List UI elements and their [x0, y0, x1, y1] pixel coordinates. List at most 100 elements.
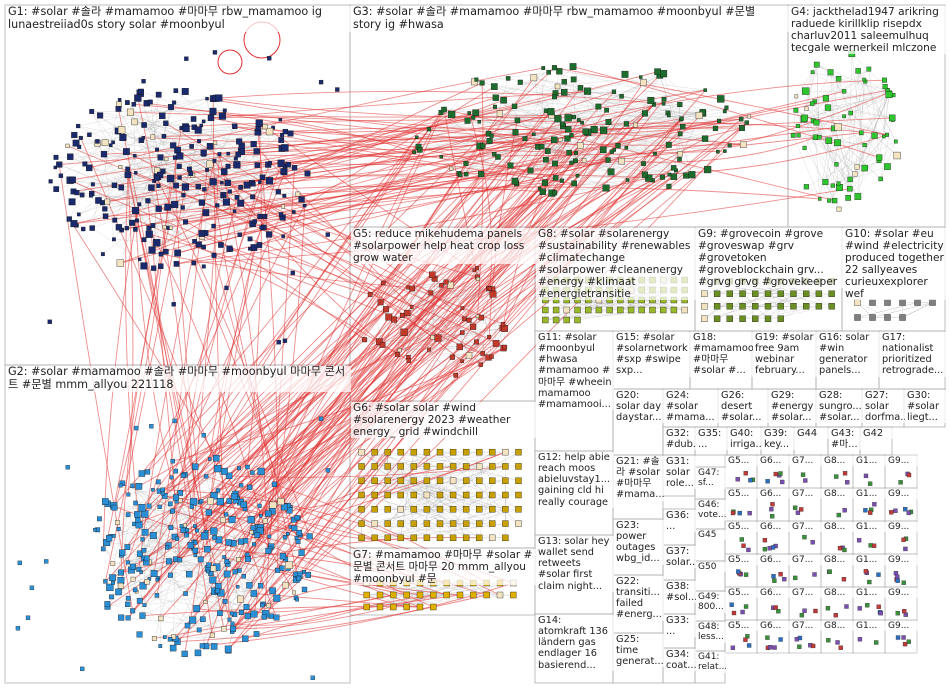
group-label-small: G6... — [758, 555, 790, 565]
node — [552, 161, 557, 166]
node — [54, 155, 58, 159]
node — [210, 108, 217, 115]
node — [502, 449, 508, 455]
node — [515, 463, 521, 469]
node — [543, 157, 548, 162]
node — [872, 502, 876, 506]
node — [70, 177, 76, 183]
node — [195, 127, 202, 134]
node — [126, 596, 130, 600]
node — [870, 315, 876, 321]
node — [252, 543, 256, 547]
node — [239, 185, 243, 189]
node — [198, 557, 203, 562]
node — [435, 335, 442, 342]
node — [255, 163, 260, 168]
node — [288, 131, 294, 137]
node — [228, 618, 231, 621]
node — [846, 195, 851, 200]
node — [782, 577, 786, 581]
node — [280, 133, 284, 137]
node — [79, 136, 83, 140]
node — [237, 200, 244, 207]
node — [170, 645, 176, 651]
node — [596, 104, 601, 109]
node — [156, 480, 160, 484]
node — [377, 604, 383, 610]
node — [129, 220, 135, 226]
node — [845, 480, 849, 484]
node — [97, 517, 101, 521]
group-label-g34: G34: coat... — [664, 649, 696, 671]
node — [612, 90, 616, 94]
group-label-small: G5... — [726, 555, 758, 565]
node — [489, 535, 495, 541]
node — [112, 183, 117, 188]
node — [232, 124, 237, 129]
node — [223, 109, 226, 112]
node — [178, 176, 182, 180]
edge — [768, 306, 832, 319]
node — [879, 611, 883, 615]
group-label-small: G6... — [758, 489, 790, 499]
node — [617, 307, 623, 313]
node — [260, 175, 265, 180]
node — [134, 171, 137, 174]
node — [826, 138, 832, 144]
node — [306, 572, 311, 577]
node — [295, 515, 300, 520]
node — [773, 646, 777, 650]
node — [555, 115, 562, 122]
node — [192, 261, 196, 265]
node — [193, 605, 199, 611]
node — [696, 112, 703, 119]
node — [896, 636, 900, 640]
node — [118, 615, 124, 621]
node — [836, 76, 841, 81]
node — [262, 615, 267, 620]
edge — [107, 604, 224, 629]
node — [791, 133, 795, 137]
node — [855, 165, 859, 169]
group-label-g13: G13: solar hey wallet send retweets #sol… — [536, 536, 614, 592]
node — [260, 603, 264, 607]
node — [109, 575, 115, 581]
node — [829, 303, 835, 309]
node — [136, 483, 142, 489]
node — [224, 559, 228, 563]
node — [752, 291, 758, 297]
node — [75, 190, 80, 195]
node — [174, 89, 178, 93]
node — [542, 317, 548, 323]
node — [752, 303, 758, 309]
node — [858, 606, 862, 610]
node — [893, 509, 897, 513]
group-label-g29: G29: #energy #solar... — [769, 390, 817, 423]
node — [622, 71, 629, 78]
node — [258, 583, 263, 588]
node — [437, 506, 443, 512]
node — [266, 548, 272, 554]
node — [286, 562, 293, 569]
node — [667, 114, 670, 117]
node — [400, 313, 404, 317]
node — [576, 174, 579, 177]
node — [678, 151, 683, 156]
group-label-g42: G42 — [861, 428, 893, 439]
node — [662, 97, 666, 101]
node — [150, 532, 157, 539]
node — [204, 546, 210, 552]
node — [570, 161, 574, 165]
node — [95, 139, 99, 143]
node — [572, 115, 576, 119]
node — [730, 603, 734, 607]
node — [149, 424, 153, 428]
node — [831, 184, 835, 188]
node — [728, 144, 732, 148]
node — [411, 463, 417, 469]
node — [207, 143, 213, 149]
node — [470, 324, 476, 330]
node — [478, 120, 481, 123]
node — [173, 419, 177, 423]
node — [200, 499, 204, 503]
